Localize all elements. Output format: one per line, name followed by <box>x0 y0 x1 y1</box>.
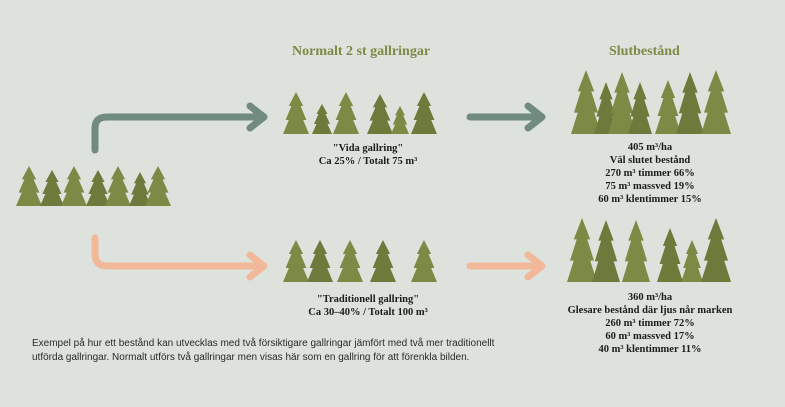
tree-icon-top-thinning <box>283 92 309 134</box>
tree-icon-bottom-final <box>657 228 683 282</box>
top-final-line: 60 m³ klentimmer 15% <box>598 194 702 205</box>
tree-icon-bottom-final <box>592 220 620 282</box>
bottom-thinning-title: "Traditionell gallring" <box>316 294 420 305</box>
curved-arrow-bottom <box>91 234 266 270</box>
header-final: Slutbestånd <box>609 44 680 59</box>
tree-icon-bottom-thinning <box>337 240 363 282</box>
tree-icon-top-thinning <box>411 92 437 134</box>
tree-icon-top-thinning <box>391 106 409 134</box>
tree-icon-bottom-final <box>622 220 650 282</box>
tree-icon-top-final <box>701 70 731 134</box>
bottom-final-line: 360 m³/ha <box>627 292 673 303</box>
top-final-label: 405 m³/ha Väl slutet bestånd 270 m³ timm… <box>570 141 730 206</box>
tree-icon-start-stand <box>129 172 151 206</box>
top-final-line: 270 m³ timmer 66% <box>605 168 695 179</box>
bottom-final-line: 260 m³ timmer 72% <box>605 318 695 329</box>
top-thinning-label: "Vida gallring" Ca 25% / Totalt 75 m³ <box>288 142 448 168</box>
caption-line-2: utförda gallringar. Normalt utförs två g… <box>32 352 470 363</box>
tree-icon-bottom-thinning <box>370 240 396 282</box>
tree-icon-bottom-final <box>567 218 597 282</box>
top-thinning-title: "Vida gallring" <box>332 143 404 154</box>
tree-icon-start-stand <box>61 166 87 206</box>
tree-icon-start-stand <box>145 166 171 206</box>
top-final-line: 405 m³/ha <box>627 142 673 153</box>
bottom-final-label: 360 m³/ha Glesare bestånd där ljus når m… <box>550 291 750 356</box>
tree-icon-bottom-thinning <box>411 240 437 282</box>
tree-icon-top-final <box>608 72 636 134</box>
bottom-thinning-subtitle: Ca 30–40% / Totalt 100 m³ <box>308 307 428 318</box>
bottom-final-line: Glesare bestånd där ljus når marken <box>567 305 733 316</box>
tree-icon-bottom-final <box>701 218 731 282</box>
tree-icon-top-thinning <box>367 94 393 134</box>
tree-icon-start-stand <box>40 170 64 206</box>
tree-icon-top-final <box>571 70 601 134</box>
tree-icon-top-final <box>628 82 652 134</box>
curved-arrow-top <box>91 113 266 154</box>
caption-line-1: Exempel på hur ett bestånd kan utvecklas… <box>32 338 495 349</box>
bottom-thinning-label: "Traditionell gallring" Ca 30–40% / Tota… <box>278 293 458 319</box>
top-final-line: Väl slutet bestånd <box>609 155 691 166</box>
tree-icon-top-thinning <box>312 104 332 134</box>
caption: Exempel på hur ett bestånd kan utvecklas… <box>32 337 592 365</box>
tree-icon-bottom-thinning <box>307 240 333 282</box>
tree-icon-start-stand <box>105 166 131 206</box>
tree-icon-bottom-final <box>681 240 703 282</box>
header-normal: Normalt 2 st gallringar <box>292 44 431 59</box>
straight-arrow-top-head <box>524 102 546 132</box>
top-final-line: 75 m³ massved 19% <box>605 181 695 192</box>
arrow-head-bottom <box>246 251 268 281</box>
tree-icon-top-thinning <box>333 92 359 134</box>
bottom-final-line: 40 m³ klentimmer 11% <box>598 344 702 355</box>
tree-icon-bottom-thinning <box>283 240 309 282</box>
tree-icon-start-stand <box>16 166 42 206</box>
top-thinning-subtitle: Ca 25% / Totalt 75 m³ <box>318 156 418 167</box>
straight-arrow-bottom-head <box>524 251 546 281</box>
tree-icon-top-final <box>655 80 681 134</box>
bottom-final-line: 60 m³ massved 17% <box>605 331 695 342</box>
tree-icon-top-final <box>676 72 704 134</box>
arrow-head-top <box>246 102 268 132</box>
tree-icon-start-stand <box>86 170 110 206</box>
